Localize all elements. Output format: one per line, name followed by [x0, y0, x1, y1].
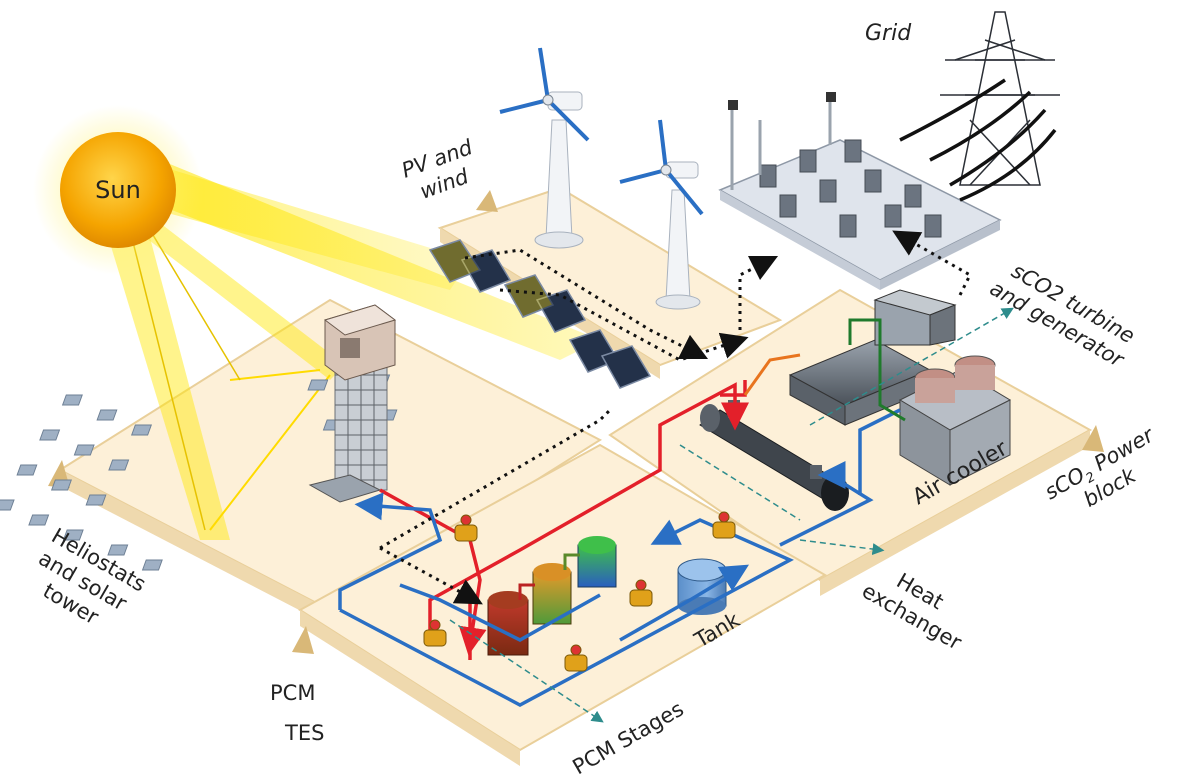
wind-turbine-2	[619, 119, 704, 310]
pcm-tes-label-line2: TES	[284, 721, 324, 745]
power-lines	[899, 78, 1057, 202]
heliostats-label: Heliostats and solar tower	[35, 524, 150, 630]
label-pointers	[449, 307, 1014, 723]
orange-pipe	[743, 353, 801, 396]
air-cooler	[898, 355, 1012, 486]
solar-tower	[308, 304, 397, 503]
sco2-turbine-label: sCO2 turbine and generator	[986, 259, 1139, 373]
pv-wind-label: PV and wind	[399, 135, 477, 204]
wind-turbine-1	[499, 47, 590, 249]
grid-label: Grid	[865, 21, 912, 46]
pcm-tes-label: PCM TES	[270, 681, 324, 745]
green-pipe	[848, 318, 906, 422]
sco2-turbine-generator	[788, 289, 957, 426]
heat-exchanger-label: Heat exchanger	[858, 569, 966, 655]
sun-label: Sun	[95, 176, 141, 204]
pcm-stage-1	[487, 591, 529, 656]
pcm-stage-connectors	[518, 553, 580, 600]
heliostat-platform	[57, 298, 603, 612]
hot-pipes	[379, 380, 749, 660]
electric-flows	[379, 230, 972, 605]
sun-icon	[60, 132, 176, 248]
pv-panels	[428, 239, 652, 389]
transmission-tower	[940, 11, 1060, 186]
cold-pipes	[338, 408, 901, 707]
pcm-stage-3	[577, 536, 617, 588]
substation	[718, 92, 1002, 290]
valves	[423, 511, 736, 672]
pcm-tes-label-line1: PCM	[270, 681, 315, 705]
